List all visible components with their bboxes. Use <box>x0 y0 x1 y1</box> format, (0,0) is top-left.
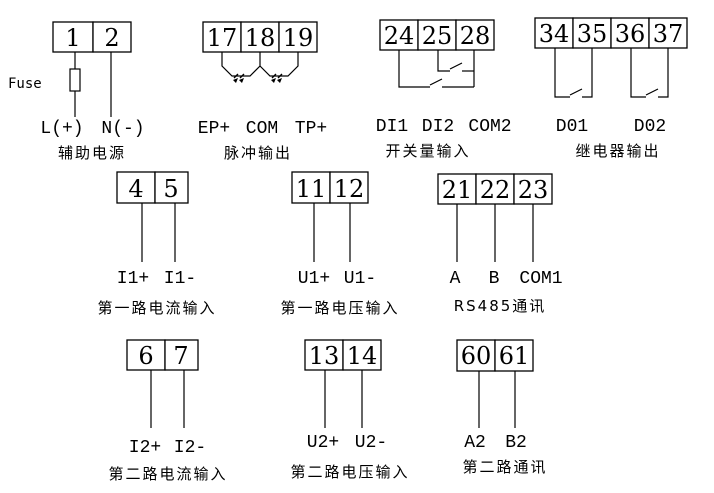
terminal-17: 17 <box>207 24 238 52</box>
terminal-box-13 <box>304 339 344 371</box>
label-u1-plus: U1+ <box>298 269 330 289</box>
terminal-box-35 <box>572 17 612 49</box>
terminal-box-21 <box>437 173 477 205</box>
terminal-36: 36 <box>615 20 646 48</box>
terminal-6: 6 <box>138 342 153 370</box>
terminal-7: 7 <box>173 342 188 370</box>
fuse-symbol <box>69 68 81 92</box>
label-u2-minus: U2- <box>355 433 387 453</box>
label-b: B <box>489 269 500 289</box>
terminal-box-5 <box>154 171 189 204</box>
terminal-11: 11 <box>296 175 327 203</box>
label-com: COM <box>246 119 278 139</box>
terminal-box-6 <box>126 339 166 371</box>
terminal-18: 18 <box>245 24 276 52</box>
terminal-box-23 <box>513 173 553 205</box>
label-l-plus: L(+) <box>40 119 83 139</box>
terminal-box-7 <box>164 339 199 371</box>
terminal-35: 35 <box>577 20 608 48</box>
rs485-group: 21 22 23 A B COM1 RS485通讯 <box>437 173 563 315</box>
terminal-2: 2 <box>104 24 119 52</box>
terminal-box-22 <box>475 173 515 205</box>
current-input-1-group: 4 5 I1+ I1- 第一路电流输入 <box>97 171 216 317</box>
caption-pulse-output: 脉冲输出 <box>224 144 292 162</box>
terminal-5: 5 <box>163 175 178 203</box>
terminal-22: 22 <box>480 176 511 204</box>
label-a2: A2 <box>464 433 486 453</box>
label-com2: COM2 <box>468 117 511 137</box>
switch-contact-di2 <box>449 62 463 70</box>
terminal-box-4 <box>116 171 156 204</box>
label-a: A <box>450 269 461 289</box>
label-u2-plus: U2+ <box>307 433 339 453</box>
label-di1: DI1 <box>376 117 408 137</box>
terminal-25: 25 <box>422 22 453 50</box>
terminal-60: 60 <box>461 342 492 370</box>
caption-rs485: RS485通讯 <box>454 297 547 315</box>
caption-switch-input: 开关量输入 <box>385 142 470 160</box>
label-tp-plus: TP+ <box>295 119 327 139</box>
terminal-34: 34 <box>539 20 570 48</box>
terminal-box-28 <box>455 19 495 51</box>
caption-current-input-1: 第一路电流输入 <box>97 299 216 317</box>
optocoupler-icon <box>233 73 283 83</box>
terminal-box-12 <box>329 171 369 204</box>
terminal-37: 37 <box>653 20 684 48</box>
label-com1: COM1 <box>519 269 562 289</box>
label-i2-plus: I2+ <box>129 438 161 458</box>
switch-input-group: 24 25 28 DI1 DI2 COM2 开关量输入 <box>376 19 512 160</box>
terminal-box-1 <box>52 21 94 53</box>
terminal-61: 61 <box>499 342 530 370</box>
label-ep-plus: EP+ <box>198 119 230 139</box>
caption-voltage-input-1: 第一路电压输入 <box>280 299 399 317</box>
relay-contact-d01 <box>569 88 583 96</box>
label-d02: D02 <box>634 117 666 137</box>
caption-current-input-2: 第二路电流输入 <box>108 465 227 483</box>
relay-output-group: 34 35 36 37 D01 D02 继电器输出 <box>534 17 688 160</box>
terminal-4: 4 <box>128 175 143 203</box>
terminal-box-61 <box>494 339 534 372</box>
switch-contact-di1 <box>429 78 443 86</box>
current-input-2-group: 6 7 I2+ I2- 第二路电流输入 <box>108 339 227 483</box>
voltage-input-2-group: 13 14 U2+ U2- 第二路电压输入 <box>290 339 409 481</box>
label-i1-plus: I1+ <box>117 269 149 289</box>
label-b2: B2 <box>505 433 527 453</box>
fuse-label: Fuse <box>8 76 42 92</box>
terminal-14: 14 <box>347 342 378 370</box>
terminal-box-2 <box>92 21 132 53</box>
pulse-output-group: 17 18 19 EP+ COM TP+ 脉冲输出 <box>198 21 327 162</box>
label-u1-minus: U1- <box>344 269 376 289</box>
label-di2: DI2 <box>422 117 454 137</box>
label-i2-minus: I2- <box>174 438 206 458</box>
terminal-1: 1 <box>65 24 80 52</box>
caption-relay-output: 继电器输出 <box>575 142 660 160</box>
caption-voltage-input-2: 第二路电压输入 <box>290 463 409 481</box>
terminal-box-60 <box>456 339 496 372</box>
terminal-24: 24 <box>384 22 415 50</box>
terminal-box-37 <box>648 17 688 49</box>
label-i1-minus: I1- <box>164 269 196 289</box>
caption-comm-2: 第二路通讯 <box>462 458 547 476</box>
caption-aux-power: 辅助电源 <box>58 144 126 162</box>
label-d01: D01 <box>556 117 588 137</box>
terminal-12: 12 <box>334 175 365 203</box>
terminal-box-17 <box>202 21 242 53</box>
terminal-23: 23 <box>518 176 549 204</box>
terminal-box-36 <box>610 17 650 49</box>
relay-contact-d02 <box>645 88 659 96</box>
aux-power-group: 1 2 Fuse L(+) N(-) 辅助电源 <box>8 21 145 162</box>
terminal-21: 21 <box>442 176 473 204</box>
terminal-13: 13 <box>309 342 340 370</box>
label-n-minus: N(-) <box>101 119 144 139</box>
voltage-input-1-group: 11 12 U1+ U1- 第一路电压输入 <box>280 171 399 317</box>
terminal-28: 28 <box>460 22 491 50</box>
terminal-19: 19 <box>283 24 314 52</box>
comm-2-group: 60 61 A2 B2 第二路通讯 <box>456 339 547 476</box>
